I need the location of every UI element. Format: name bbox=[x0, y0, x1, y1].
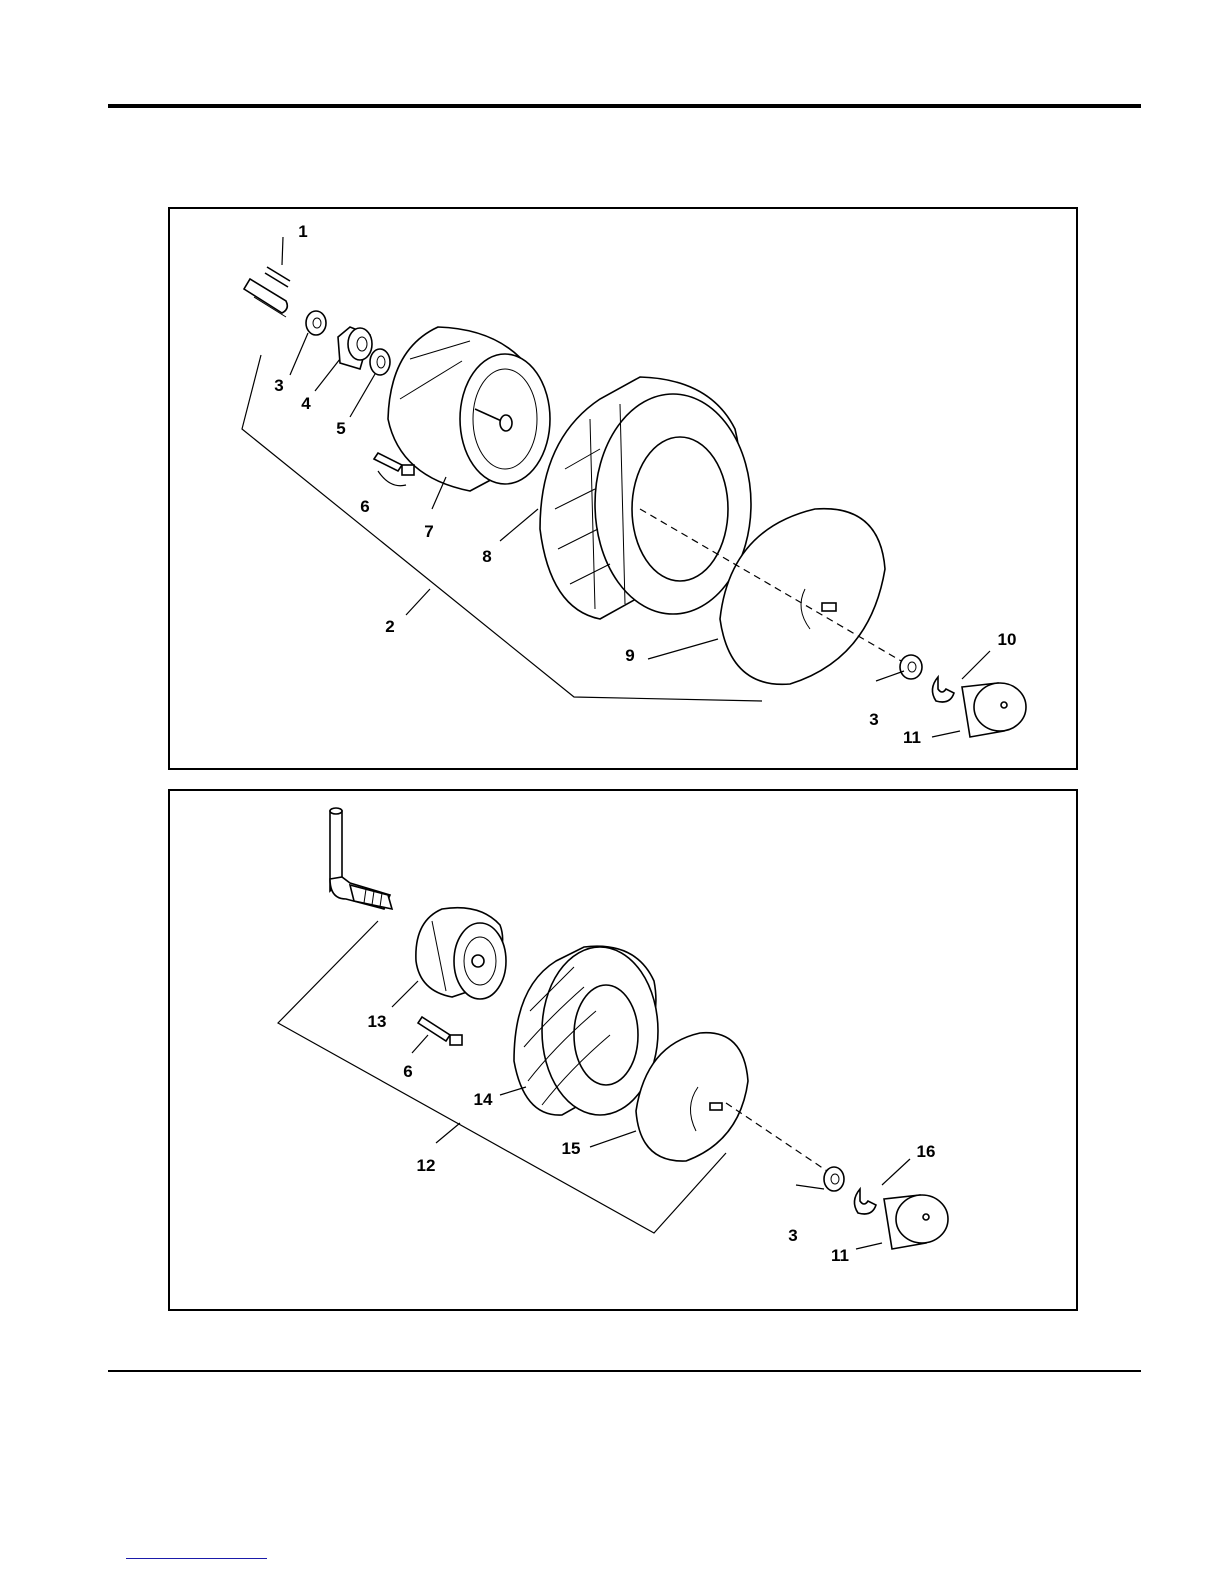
callout-14: 14 bbox=[474, 1090, 493, 1109]
header-rule bbox=[108, 104, 1141, 108]
washer-part-right bbox=[370, 349, 390, 375]
callout-6: 6 bbox=[360, 497, 369, 516]
rear-tire-part bbox=[540, 377, 751, 619]
callout-12: 12 bbox=[417, 1156, 436, 1175]
axle-shaft-part bbox=[244, 279, 287, 317]
washer-part-end bbox=[900, 655, 922, 679]
callout-11: 11 bbox=[903, 728, 921, 747]
callout-8: 8 bbox=[482, 547, 491, 566]
callout-9: 9 bbox=[625, 646, 634, 665]
spacer-part bbox=[338, 327, 372, 369]
callout-3-right: 3 bbox=[869, 710, 878, 729]
callout-13: 13 bbox=[368, 1012, 387, 1031]
spindle-part bbox=[330, 808, 392, 909]
axle-key-part bbox=[265, 267, 290, 287]
front-valve-stem-part bbox=[418, 1017, 462, 1045]
callout-3-left: 3 bbox=[274, 376, 283, 395]
callout-2: 2 bbox=[385, 617, 394, 636]
callout-16: 16 bbox=[917, 1142, 936, 1161]
front-washer-part bbox=[824, 1167, 844, 1191]
front-retaining-clip-part bbox=[854, 1189, 876, 1214]
front-wheel-diagram-panel: 13 6 14 12 15 16 3 11 bbox=[168, 789, 1078, 1311]
callout-6-front: 6 bbox=[403, 1062, 412, 1081]
callout-11-front: 11 bbox=[831, 1246, 849, 1265]
callout-10: 10 bbox=[998, 630, 1017, 649]
callout-5: 5 bbox=[336, 419, 345, 438]
retaining-clip-part bbox=[932, 677, 954, 702]
washer-part-left bbox=[306, 311, 326, 335]
front-wheel-exploded-view: 13 6 14 12 15 16 3 11 bbox=[170, 791, 1076, 1309]
footer-underline bbox=[126, 1558, 267, 1559]
callout-4: 4 bbox=[301, 394, 311, 413]
footer-rule bbox=[108, 1370, 1141, 1372]
callout-7: 7 bbox=[424, 522, 433, 541]
front-axle-centerline bbox=[726, 1103, 830, 1173]
front-hub-cap-part bbox=[884, 1195, 948, 1249]
rear-wheel-diagram-panel: 1 2 3 4 5 6 7 8 9 10 3 11 bbox=[168, 207, 1078, 770]
callout-1: 1 bbox=[298, 222, 307, 241]
hub-cap-part bbox=[962, 683, 1026, 737]
callout-3-front: 3 bbox=[788, 1226, 797, 1245]
rear-wheel-exploded-view: 1 2 3 4 5 6 7 8 9 10 3 11 bbox=[170, 209, 1076, 768]
callout-15: 15 bbox=[562, 1139, 581, 1158]
front-tire-part bbox=[514, 946, 658, 1115]
front-rim-part bbox=[416, 908, 506, 999]
